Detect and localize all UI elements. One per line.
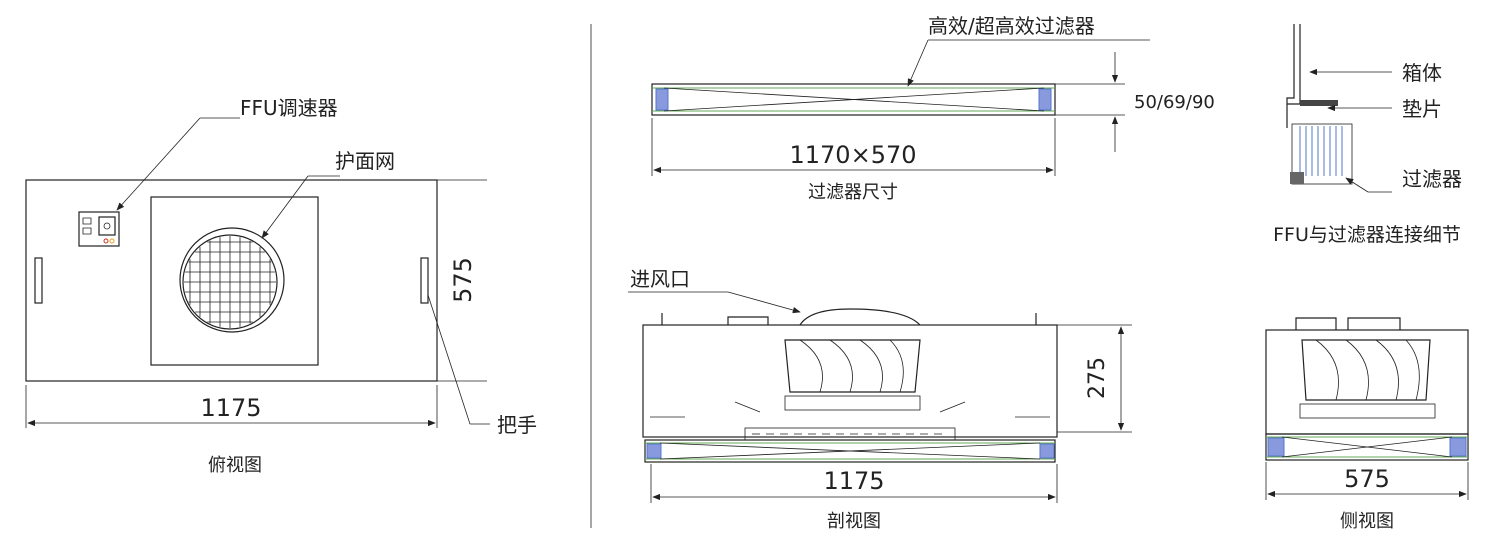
thickness-dim: 50/69/90 (1134, 92, 1215, 113)
top-width-dim: 1175 (200, 394, 261, 422)
top-depth-dim: 575 (449, 257, 477, 303)
filter-frame (651, 83, 1056, 116)
left-handle (34, 257, 43, 304)
controller-label: FFU调速器 (240, 96, 338, 120)
controller-icon (78, 211, 120, 247)
top-view-title: 俯视图 (208, 455, 262, 476)
grille-icon (179, 227, 285, 333)
gasket-label: 垫片 (1402, 97, 1442, 121)
box-label: 箱体 (1402, 61, 1442, 85)
filter-view-title: 过滤器尺寸 (808, 182, 898, 203)
section-height-dim: 275 (1085, 357, 1110, 399)
fan-panel (150, 196, 319, 366)
section-width-dim: 1175 (823, 467, 884, 495)
inlet-label: 进风口 (630, 267, 690, 291)
filter-label: 高效/超高效过滤器 (928, 14, 1095, 38)
detail-filter-label: 过滤器 (1402, 167, 1462, 191)
right-handle (420, 257, 429, 304)
connection-detail-view: 箱体 垫片 过滤器 FFU与过滤器连接细节 (1273, 24, 1462, 246)
section-view: 进风口 275 1175 剖视图 (628, 267, 1132, 532)
filter-size-dim: 1170×570 (790, 141, 917, 169)
side-width-dim: 575 (1344, 465, 1390, 493)
section-housing (642, 324, 1058, 438)
top-view-housing (25, 179, 438, 382)
filter-size-view: 高效/超高效过滤器 50/69/90 1170×570 过滤器尺寸 (651, 14, 1215, 203)
side-view-title: 侧视图 (1340, 511, 1394, 532)
handle-label: 把手 (497, 413, 537, 437)
detail-view-title: FFU与过滤器连接细节 (1273, 224, 1461, 246)
side-view: 575 侧视图 (1265, 317, 1469, 532)
section-view-title: 剖视图 (827, 511, 881, 532)
grille-label: 护面网 (335, 149, 395, 173)
top-view: 1175 575 FFU调速器 护面网 把手 俯视图 (25, 96, 537, 476)
